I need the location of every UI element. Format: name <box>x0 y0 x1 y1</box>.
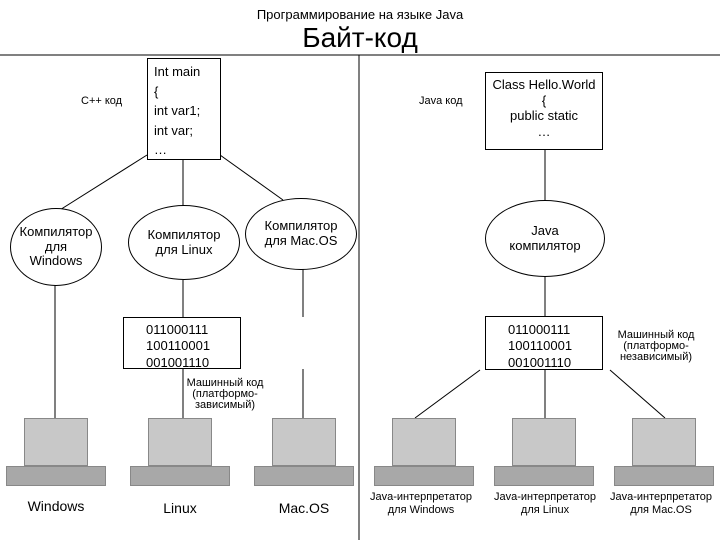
right-binary-text: 011000111 100110001 001001110 <box>508 322 573 370</box>
compiler-macos: Компилятор для Mac.OS <box>245 198 357 270</box>
page-title: Байт-код <box>302 22 418 53</box>
connector <box>54 154 148 214</box>
java-code-box: Class Hello.World { public static … <box>485 72 603 150</box>
connector <box>414 369 481 419</box>
platform-windows-label: Windows <box>27 498 85 514</box>
platform-linux-label: Linux <box>163 500 197 516</box>
connector <box>609 369 666 419</box>
cpp-code-box: Int main { int var1; int var; … <box>147 58 221 160</box>
compiler-windows-label: Компилятор для Windows <box>19 223 93 269</box>
compiler-macos-label: Компилятор для Mac.OS <box>264 218 338 248</box>
cpp-code-label: C++ код <box>81 95 123 107</box>
java-compiler: Java компилятор <box>485 200 605 277</box>
interp-windows-label: Java-интерпретатор для Windows <box>369 491 473 516</box>
compiler-linux-label: Компилятор для Linux <box>147 226 221 257</box>
interp-macos-label: Java-интерпретатор для Mac.OS <box>609 491 713 516</box>
connector <box>219 154 284 201</box>
compiler-windows: Компилятор для Windows <box>10 208 102 286</box>
left-machine-code-label: Машинный код (платформо- зависимый) <box>186 377 264 411</box>
cpp-code-text: Int main { int var1; int var; … <box>154 64 201 157</box>
java-code-label: Java код <box>419 95 463 107</box>
right-binary-box: 011000111 100110001 001001110 <box>485 316 603 370</box>
compiler-linux: Компилятор для Linux <box>128 205 240 280</box>
right-machine-code-label: Машинный код (платформо- независимый) <box>617 329 695 363</box>
left-binary-box: 011000111 100110001 001001110 <box>123 317 241 370</box>
java-code-text: Class Hello.World { public static … <box>492 77 596 139</box>
left-binary-text: 011000111 100110001 001001110 <box>146 322 211 370</box>
platform-macos-label: Mac.OS <box>278 500 330 516</box>
java-compiler-label: Java компилятор <box>509 222 581 253</box>
interp-linux-label: Java-интерпретатор для Linux <box>493 491 597 516</box>
header-subtitle: Программирование на языке Java <box>256 7 464 22</box>
